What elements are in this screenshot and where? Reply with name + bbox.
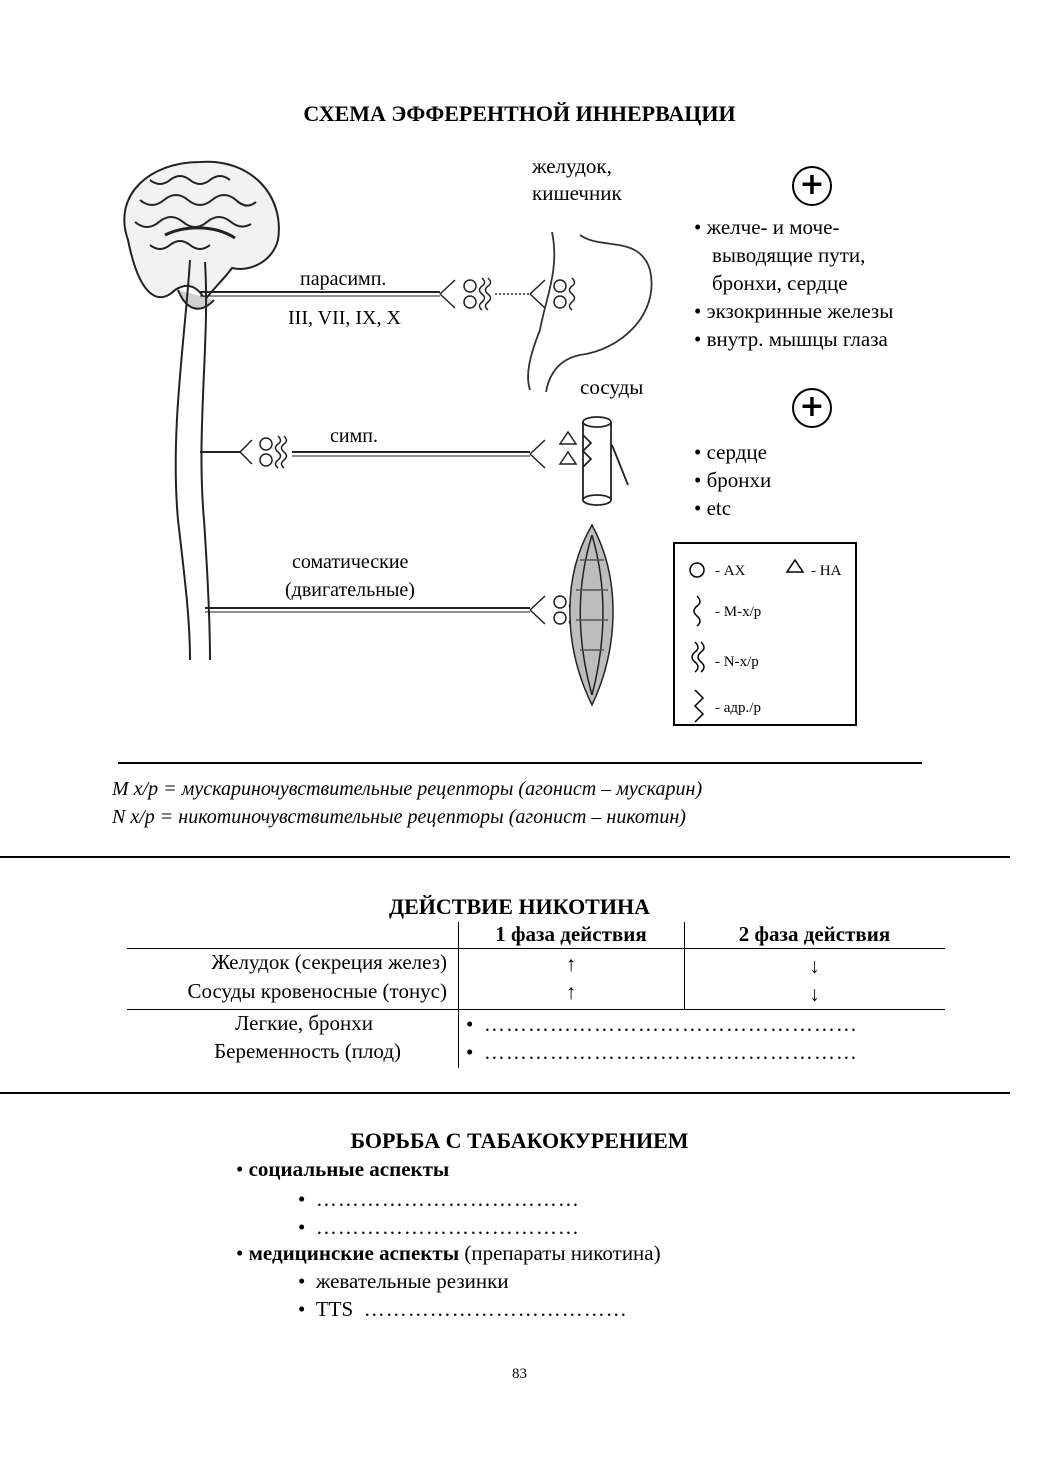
nerve-symp-label: симп.	[330, 425, 378, 447]
smoking-title: БОРЬБА С ТАБАКОКУРЕНИЕМ	[350, 1128, 689, 1153]
stomach-illustration	[527, 231, 653, 393]
ganglion-synapse-symp	[239, 435, 288, 469]
lungs-blank: • ……………………………………………	[466, 1012, 858, 1036]
phase1-stomach-arrow: ↑	[565, 952, 577, 976]
social-blank-2: • ………………………………	[298, 1215, 580, 1239]
vessel-synapse	[529, 430, 578, 469]
nerve-parasymp-label: парасимп.	[300, 268, 386, 290]
na-triangle-icon	[785, 558, 805, 573]
row-vessels: Сосуды кровеносные (тонус)	[187, 979, 447, 1003]
ganglion-synapse-parasymp	[439, 277, 576, 311]
medical-gum: • жевательные резинки	[298, 1269, 509, 1293]
organ-stomach-label-1: желудок,	[532, 154, 612, 178]
scheme-title: СХЕМА ЭФФЕРЕНТНОЙ ИННЕРВАЦИИ	[303, 101, 736, 126]
effect-parasymp-3: бронхи, сердце	[712, 271, 848, 295]
phase2-stomach-arrow: ↓	[809, 954, 820, 978]
innervation-diagram: парасимп. III, VII, IX, X симп. сом	[123, 160, 653, 707]
muscle-synapse	[529, 593, 576, 627]
legend-ach: - АХ	[715, 563, 746, 579]
row-pregnancy: Беременность (плод)	[214, 1039, 401, 1063]
medical-aspects: • медицинские аспекты (препараты никотин…	[236, 1241, 661, 1265]
muscle-illustration	[569, 523, 614, 707]
organ-vessels-label: сосуды	[580, 375, 644, 399]
ach-circle-icon	[689, 562, 705, 578]
divider-2	[0, 856, 1010, 858]
effect-symp-2: • бронхи	[694, 468, 772, 492]
page-number: 83	[512, 1366, 527, 1382]
row-lungs: Легкие, бронхи	[235, 1011, 373, 1035]
legend-n-receptor: - N-х/р	[715, 654, 759, 670]
phase1-vessels-arrow: ↑	[565, 980, 577, 1004]
brain-illustration	[123, 160, 280, 310]
definition-n-receptor: N х/р = никотиночувствительные рецепторы…	[112, 806, 686, 828]
medical-tts: • TTS ………………………………	[298, 1297, 628, 1321]
plus-effect-icon-1: +	[792, 166, 832, 206]
nerve-parasymp-numbers: III, VII, IX, X	[288, 307, 401, 329]
col-phase-1-header: 1 фаза действия	[495, 922, 647, 946]
organ-stomach-label-2: кишечник	[532, 181, 622, 205]
col-phase-2-header: 2 фаза действия	[738, 922, 891, 946]
phase2-vessels-arrow: ↓	[809, 982, 820, 1006]
legend-m-receptor: - М-х/р	[715, 604, 761, 620]
pregnancy-blank: • ……………………………………………	[466, 1040, 858, 1064]
nerve-somatic-label-1: соматические	[292, 551, 409, 573]
effect-parasymp-1: • желче- и моче-	[694, 215, 840, 239]
effect-symp-1: • сердце	[694, 440, 767, 464]
vessel-illustration	[581, 416, 629, 506]
divider-3	[0, 1092, 1010, 1094]
nerve-somatic-label-2: (двигательные)	[285, 579, 415, 601]
adr-receptor-icon	[693, 689, 705, 723]
divider-1	[118, 762, 922, 764]
legend-na: - НА	[811, 563, 842, 579]
social-blank-1: • ………………………………	[298, 1187, 580, 1211]
legend-box: - АХ - НА - М-х/р - N-х/р - адр./р	[673, 542, 857, 726]
definition-m-receptor: М х/р = мускариночувствительные рецептор…	[112, 778, 703, 800]
legend-adr-receptor: - адр./р	[715, 700, 761, 716]
n-receptor-icon	[691, 641, 705, 673]
row-stomach: Желудок (секреция желез)	[211, 950, 447, 974]
nicotine-title: ДЕЙСТВИЕ НИКОТИНА	[389, 894, 650, 919]
plus-effect-icon-2: +	[792, 388, 832, 428]
social-aspects: • социальные аспекты	[236, 1157, 450, 1181]
effect-parasymp-4: • экзокринные железы	[694, 299, 894, 323]
effect-parasymp-5: • внутр. мышцы глаза	[694, 327, 888, 351]
m-receptor-icon	[693, 595, 701, 627]
effect-symp-3: • etc	[694, 496, 732, 520]
effect-parasymp-2: выводящие пути,	[712, 243, 866, 267]
spinal-cord	[174, 259, 211, 661]
